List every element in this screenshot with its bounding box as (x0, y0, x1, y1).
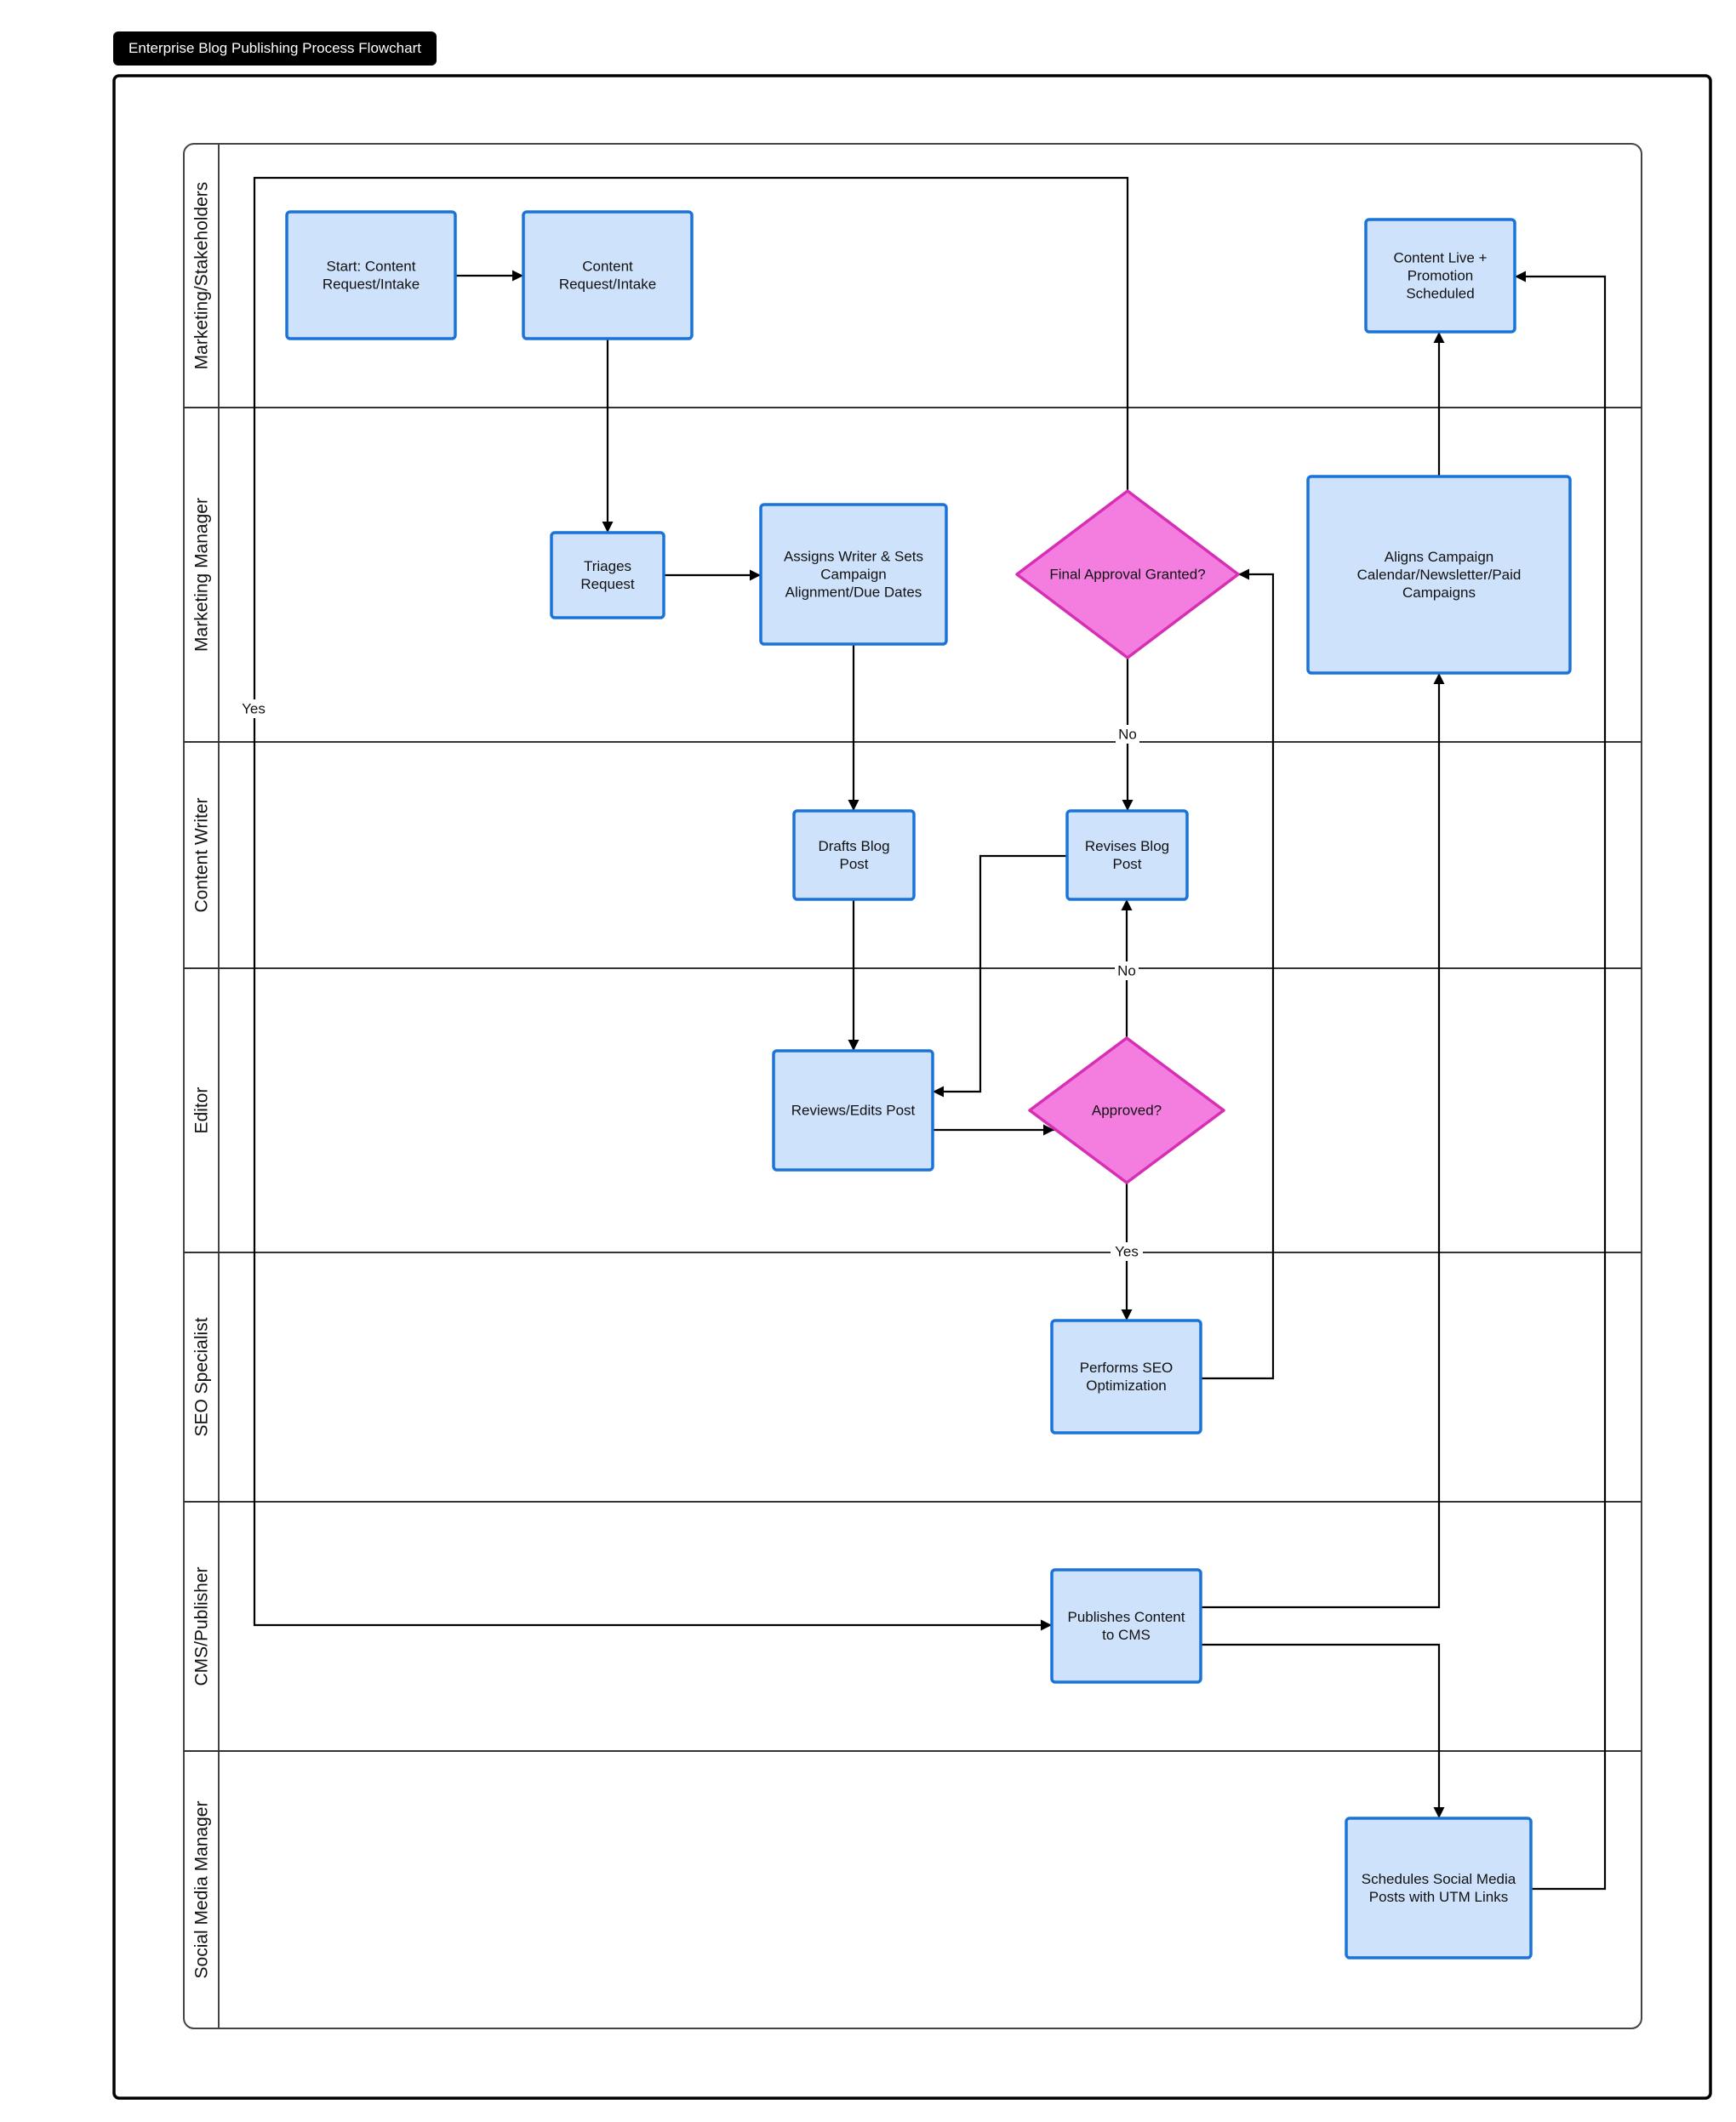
lane-label-seo-specialist: SEO Specialist (192, 1317, 212, 1436)
node-label-line: Post (1112, 856, 1141, 872)
diagram-title: Enterprise Blog Publishing Process Flowc… (113, 31, 437, 66)
node-assigns[interactable]: Assigns Writer & SetsCampaignAlignment/D… (759, 503, 948, 646)
node-publishes[interactable]: Publishes Content to CMS (1050, 1568, 1202, 1684)
lane-label-marketing-stakeholders: Marketing/Stakeholders (192, 182, 212, 370)
edge-final-yes-to-publishes (253, 176, 1129, 1631)
swimlane-container (183, 143, 1642, 2029)
node-label-line: Approved? (1092, 1103, 1162, 1119)
edge-label-bg (237, 699, 270, 718)
lane-label-content-writer: Content Writer (192, 798, 212, 913)
edge-label-final-yes-to-publishes: Yes (242, 701, 266, 717)
node-label-line: Revises Blog (1085, 838, 1169, 854)
node-reviews[interactable]: Reviews/Edits Post (772, 1049, 934, 1172)
process-box (1050, 1319, 1202, 1435)
node-label-line: Promotion (1408, 268, 1473, 284)
process-box (1364, 218, 1516, 334)
node-label-line: to CMS (1102, 1627, 1151, 1643)
process-box (772, 1049, 934, 1172)
process-box (1050, 1568, 1202, 1684)
lane-label-marketing-manager: Marketing Manager (192, 498, 212, 652)
process-box (792, 809, 916, 901)
node-label-line: Publishes Content (1068, 1609, 1185, 1625)
edge-label-approved-no-to-revises: No (1117, 963, 1136, 979)
node-label-line: Post (839, 856, 868, 872)
edge-publishes-to-aligns (1201, 673, 1445, 1609)
node-label-line: Reviews/Edits Post (791, 1103, 916, 1119)
node-seo[interactable]: Performs SEO Optimization (1050, 1319, 1202, 1435)
edge-label-bg (1115, 961, 1139, 980)
edge-schedules-to-live (1515, 271, 1607, 1891)
node-label-line: Scheduled (1406, 286, 1474, 302)
node-final-approval[interactable]: Final Approval Granted? (1015, 489, 1240, 659)
edge-label-final-no-to-revises: No (1118, 727, 1137, 743)
node-label-line: Campaigns (1402, 585, 1476, 601)
decision-diamond (1015, 489, 1240, 659)
edge-revises-to-reviews (933, 854, 1067, 1098)
node-label-line: Campaign (820, 567, 887, 583)
edge-publishes-to-schedules (1201, 1643, 1445, 1818)
decision-diamond (1028, 1036, 1225, 1184)
process-box (1306, 475, 1572, 675)
node-label-line: Alignment/Due Dates (785, 585, 922, 601)
node-label-line: Optimization (1086, 1378, 1166, 1394)
edge-label-bg (1111, 1242, 1143, 1261)
node-label-line: Content (582, 259, 633, 275)
node-label-line: Calendar/Newsletter/Paid (1357, 567, 1522, 583)
node-label-line: Performs SEO (1080, 1360, 1174, 1376)
outer-frame (112, 74, 1712, 2100)
lane-label-social-media-manager: Social Media Manager (192, 1801, 212, 1979)
node-label-line: Schedules Social Media (1362, 1871, 1516, 1887)
node-label-line: Aligns Campaign (1385, 549, 1494, 565)
node-label-line: Drafts Blog (818, 838, 889, 854)
lane-label-cms-publisher: CMS/Publisher (192, 1566, 212, 1686)
edge-label-bg (1116, 725, 1139, 744)
process-box (1345, 1817, 1533, 1959)
node-label-line: Request/Intake (323, 277, 420, 293)
node-aligns[interactable]: Aligns CampaignCalendar/Newsletter/PaidC… (1306, 475, 1572, 675)
node-label-line: Request (580, 576, 635, 592)
node-approved[interactable]: Approved? (1028, 1036, 1225, 1184)
process-box (522, 210, 694, 340)
lane-label-editor: Editor (192, 1087, 212, 1134)
node-label-line: Final Approval Granted? (1049, 567, 1205, 583)
node-label-line: Assigns Writer & Sets (784, 549, 923, 565)
process-box (1065, 809, 1189, 901)
edge-seo-to-final (1201, 568, 1275, 1380)
node-label-line: Start: Content (327, 259, 416, 275)
node-label-line: Content Live + (1393, 250, 1487, 266)
process-box (550, 531, 665, 619)
node-label-line: Request/Intake (559, 277, 656, 293)
node-label-line: Triages (584, 558, 631, 574)
edge-label-approved-yes-to-seo: Yes (1115, 1244, 1139, 1260)
node-label-line: Posts with UTM Links (1369, 1889, 1508, 1905)
process-box (285, 210, 457, 340)
process-box (759, 503, 948, 646)
